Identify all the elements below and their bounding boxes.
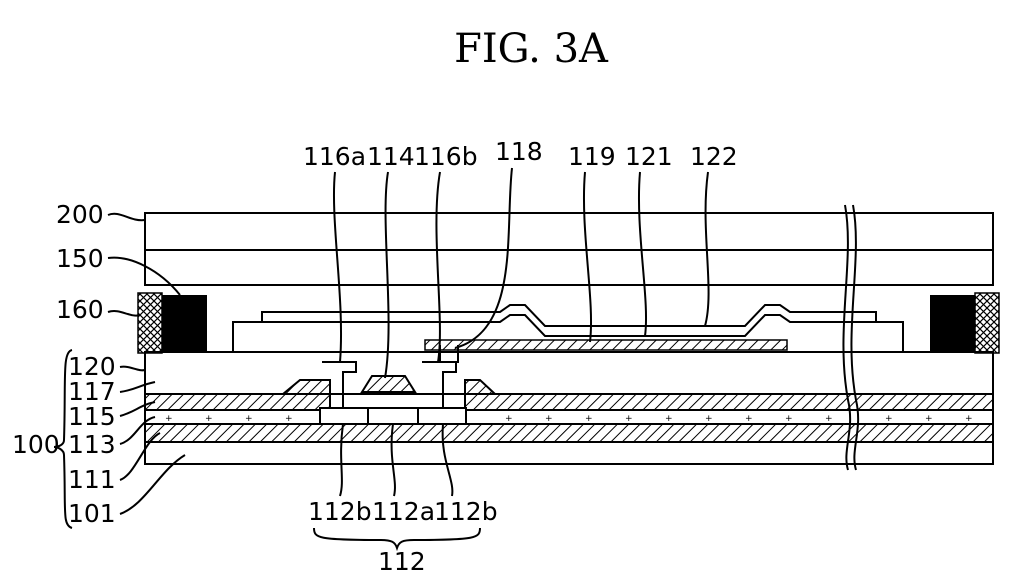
label-115: 115 [68, 402, 116, 431]
leader-117 [120, 382, 155, 392]
label-100: 100 [12, 430, 60, 459]
svg-text:+: + [745, 414, 753, 424]
label-200: 200 [56, 200, 104, 229]
semiconductor-112a [368, 408, 418, 424]
svg-text:+: + [825, 414, 833, 424]
leader-160 [108, 311, 140, 316]
svg-text:+: + [885, 414, 893, 424]
svg-text:+: + [665, 414, 673, 424]
upper-substrate-lower-layer [145, 250, 993, 285]
label-112b-right: 112b [434, 497, 498, 526]
frit-160-left [138, 293, 162, 353]
label-116a: 116a [303, 142, 366, 171]
svg-text:+: + [165, 414, 173, 424]
seal-150-left [162, 295, 207, 352]
semiconductor-112b-right [418, 408, 466, 424]
upper-substrate-200 [145, 213, 993, 250]
label-160: 160 [56, 295, 104, 324]
label-114: 114 [367, 142, 415, 171]
svg-text:+: + [925, 414, 933, 424]
svg-text:+: + [625, 414, 633, 424]
svg-text:+: + [965, 414, 973, 424]
svg-text:+: + [285, 414, 293, 424]
label-101: 101 [68, 499, 116, 528]
svg-text:+: + [245, 414, 253, 424]
gate-electrode-114 [362, 376, 415, 392]
svg-text:+: + [545, 414, 553, 424]
svg-text:+: + [785, 414, 793, 424]
seal-150-right [930, 295, 975, 352]
label-112b-left: 112b [308, 497, 372, 526]
semiconductor-112b-left [320, 408, 368, 424]
label-118: 118 [495, 137, 543, 166]
planarization-117 [145, 352, 993, 394]
label-111: 111 [68, 465, 116, 494]
label-112a: 112a [372, 497, 435, 526]
frit-160-right [975, 293, 999, 353]
label-150: 150 [56, 244, 104, 273]
gate-insulator-113 [145, 410, 993, 424]
label-121: 121 [625, 142, 673, 171]
leader-200 [108, 214, 145, 220]
substrate-101 [145, 442, 993, 464]
leader-120 [120, 367, 145, 371]
drain-electrode-116b [422, 362, 456, 408]
pixel-electrode-119 [425, 340, 787, 350]
label-122: 122 [690, 142, 738, 171]
buffer-layer-111 [145, 424, 993, 442]
label-119: 119 [568, 142, 616, 171]
svg-text:+: + [505, 414, 513, 424]
svg-text:+: + [705, 414, 713, 424]
label-113: 113 [68, 430, 116, 459]
brace-112 [314, 528, 480, 548]
svg-text:+: + [205, 414, 213, 424]
svg-text:+: + [585, 414, 593, 424]
label-116b: 116b [414, 142, 478, 171]
label-112: 112 [378, 547, 426, 576]
figure-title: FIG. 3A [454, 26, 609, 72]
